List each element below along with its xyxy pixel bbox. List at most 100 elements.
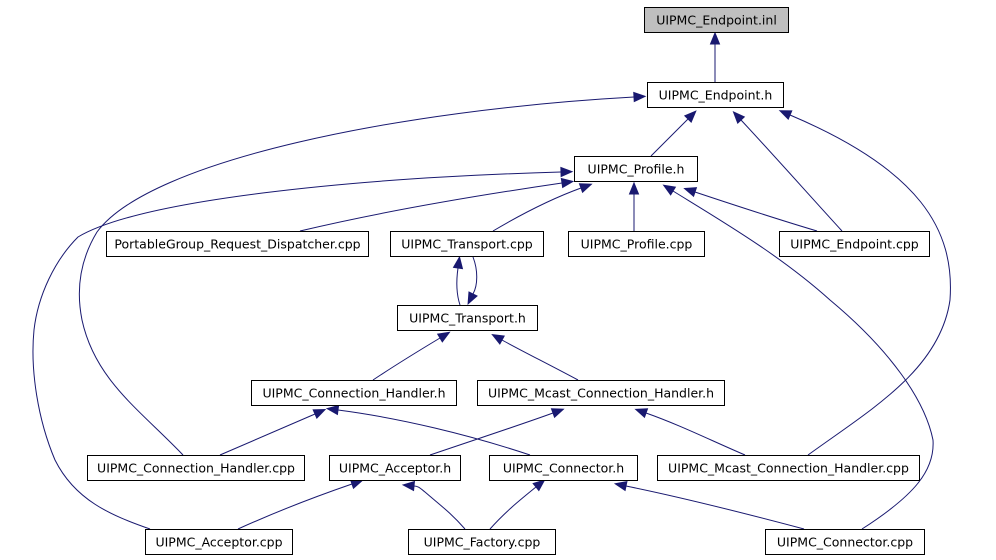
edge-line	[413, 485, 466, 530]
edge-arrowhead	[634, 408, 649, 419]
edge-arrowhead	[578, 183, 593, 194]
edge-conn_handler_cpp-to-conn_handler_h	[219, 409, 327, 456]
node-acceptor-cpp[interactable]: UIPMC_Acceptor.cpp	[145, 529, 293, 555]
node-box	[644, 7, 789, 33]
edge-line	[672, 190, 934, 530]
node-box	[647, 82, 784, 108]
edge-arrowhead	[467, 291, 478, 306]
node-label: UIPMC_Transport.cpp	[401, 237, 533, 252]
edge-arrowhead	[401, 480, 416, 492]
edge-line	[219, 413, 316, 456]
edge-line	[32, 171, 562, 530]
node-box	[106, 231, 369, 257]
node-conn-handler-h[interactable]: UIPMC_Connection_Handler.h	[251, 380, 457, 406]
edge-line	[78, 96, 635, 456]
edge-arrowhead	[452, 255, 464, 270]
node-box	[145, 529, 293, 555]
node-profile-h[interactable]: UIPMC_Profile.h	[574, 156, 698, 182]
edge-arrowhead	[491, 334, 505, 345]
node-box	[779, 231, 930, 257]
edge-line	[625, 485, 805, 530]
node-box	[408, 529, 556, 555]
edge-arrowhead	[683, 187, 698, 198]
edge-line	[489, 486, 537, 530]
node-label: PortableGroup_Request_Dispatcher.cpp	[114, 237, 360, 252]
node-box	[251, 380, 457, 406]
edge-line	[492, 187, 582, 232]
edge-line	[237, 483, 353, 530]
node-transport-h[interactable]: UIPMC_Transport.h	[397, 305, 538, 331]
node-label: UIPMC_Transport.h	[409, 311, 526, 326]
node-label: UIPMC_Factory.cpp	[424, 535, 541, 550]
edge-endpoint_h-to-endpoint_inl	[709, 31, 721, 82]
node-label: UIPMC_Mcast_Connection_Handler.cpp	[668, 461, 909, 476]
edge-pg_dispatcher_cpp-to-profile_h	[299, 177, 575, 232]
edge-line	[372, 337, 441, 381]
edge-profile_cpp-to-profile_h	[628, 181, 640, 231]
node-factory-cpp[interactable]: UIPMC_Factory.cpp	[408, 529, 556, 555]
node-profile-cpp[interactable]: UIPMC_Profile.cpp	[568, 231, 705, 257]
node-mcast-conn-handler-cpp[interactable]: UIPMC_Mcast_Connection_Handler.cpp	[657, 455, 920, 481]
edge-arrowhead	[312, 409, 327, 420]
edge-mcast_conn_handler_cpp-to-mcast_conn_handler_h	[634, 408, 746, 456]
node-box	[397, 305, 538, 331]
edge-connector_cpp-to-profile_h	[662, 184, 934, 530]
node-box	[87, 455, 305, 481]
edge-arrowhead	[613, 480, 628, 492]
node-transport-cpp[interactable]: UIPMC_Transport.cpp	[390, 231, 544, 257]
edge-arrowhead	[633, 91, 647, 103]
node-connector-cpp[interactable]: UIPMC_Connector.cpp	[765, 529, 925, 555]
edge-connector_cpp-to-connector_h	[613, 480, 805, 530]
node-label: UIPMC_Connection_Handler.cpp	[97, 461, 295, 476]
edge-line	[650, 118, 689, 157]
edge-endpoint_cpp-to-endpoint_h	[732, 110, 843, 232]
node-label: UIPMC_Endpoint.cpp	[790, 237, 919, 252]
edge-line	[429, 412, 554, 456]
node-acceptor-h[interactable]: UIPMC_Acceptor.h	[329, 455, 461, 481]
node-box	[329, 455, 461, 481]
node-label: UIPMC_Connector.cpp	[777, 535, 913, 550]
nodes-layer: UIPMC_Endpoint.inlUIPMC_Endpoint.hUIPMC_…	[87, 7, 930, 555]
edge-mcast_conn_handler_h-to-transport_h	[491, 334, 579, 381]
edge-arrowhead	[560, 177, 575, 189]
node-label: UIPMC_Endpoint.inl	[656, 13, 777, 28]
edge-transport_h-to-transport_cpp	[452, 255, 464, 306]
node-label: UIPMC_Profile.h	[588, 162, 685, 177]
edge-arrowhead	[325, 404, 340, 416]
node-label: UIPMC_Acceptor.cpp	[155, 535, 282, 550]
node-label: UIPMC_Mcast_Connection_Handler.h	[488, 386, 714, 401]
edge-arrowhead	[550, 408, 565, 419]
node-box	[568, 231, 705, 257]
node-box	[390, 231, 544, 257]
edge-line	[645, 412, 746, 456]
edge-arrowhead	[778, 110, 793, 121]
edge-arrowhead	[560, 166, 574, 178]
edge-line	[299, 182, 563, 232]
node-mcast-conn-handler-h[interactable]: UIPMC_Mcast_Connection_Handler.h	[477, 380, 725, 406]
edge-line	[337, 409, 531, 456]
edge-line	[501, 339, 579, 381]
node-connector-h[interactable]: UIPMC_Connector.h	[489, 455, 638, 481]
edge-connector_h-to-conn_handler_h	[325, 404, 531, 456]
edge-line	[456, 267, 461, 306]
node-label: UIPMC_Endpoint.h	[659, 88, 773, 103]
edge-arrowhead	[532, 479, 546, 492]
edge-arrowhead	[709, 31, 721, 45]
edge-factory_cpp-to-acceptor_h	[401, 480, 466, 530]
edge-conn_handler_cpp-to-endpoint_h	[78, 91, 647, 456]
edge-arrowhead	[683, 110, 697, 124]
edge-factory_cpp-to-connector_h	[489, 479, 546, 530]
node-endpoint-cpp[interactable]: UIPMC_Endpoint.cpp	[779, 231, 930, 257]
node-conn-handler-cpp[interactable]: UIPMC_Connection_Handler.cpp	[87, 455, 305, 481]
edge-arrowhead	[662, 184, 677, 196]
node-label: UIPMC_Connection_Handler.h	[262, 386, 445, 401]
node-label: UIPMC_Acceptor.h	[339, 461, 451, 476]
edge-acceptor_cpp-to-profile_h	[32, 166, 574, 530]
edge-arrowhead	[349, 479, 364, 490]
node-pg-dispatcher-cpp[interactable]: PortableGroup_Request_Dispatcher.cpp	[106, 231, 369, 257]
node-endpoint-h[interactable]: UIPMC_Endpoint.h	[647, 82, 784, 108]
edge-arrowhead	[628, 181, 640, 195]
edge-arrowhead	[436, 331, 451, 343]
edge-arrowhead	[732, 110, 746, 124]
